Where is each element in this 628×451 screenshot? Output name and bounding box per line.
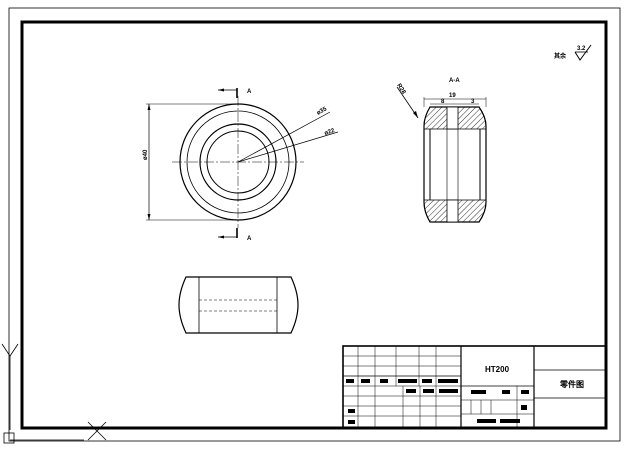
- dim-diameter-35-label: ø35: [316, 106, 329, 117]
- drawing-type-label: 零件图: [559, 379, 584, 389]
- top-view: [178, 276, 299, 334]
- dim-right-step-label: 3: [471, 99, 475, 105]
- surface-roughness-symbol: 其余 3.2: [554, 44, 592, 61]
- leader-diameter-35: [237, 111, 331, 163]
- section-view: A-A 19 8 3 R28: [395, 78, 487, 223]
- roughness-value-label: 3.2: [577, 46, 586, 52]
- front-view: ø35 ø22 ø40 A A: [143, 88, 339, 242]
- roughness-note-label: 其余: [554, 52, 567, 60]
- dim-left-step-label: 8: [441, 99, 445, 105]
- title-block: HT200 零件图: [342, 345, 607, 429]
- section-mark-top: A: [247, 89, 252, 95]
- sheet-outer-border: [8, 7, 621, 442]
- section-title: A-A: [449, 78, 460, 84]
- dim-diameter-22-label: ø22: [324, 128, 336, 137]
- leader-diameter-22: [237, 131, 339, 163]
- dim-angled-label: R28: [395, 83, 406, 96]
- section-mark-bottom: A: [247, 236, 252, 242]
- part-code-label: HT200: [485, 365, 510, 374]
- drawing-frame: [20, 20, 608, 430]
- dim-width-label: 19: [449, 93, 456, 99]
- roughness-check-icon: [574, 44, 592, 61]
- dim-outer-diameter-label: ø40: [143, 149, 149, 160]
- ucs-axis-icon: [1, 343, 107, 444]
